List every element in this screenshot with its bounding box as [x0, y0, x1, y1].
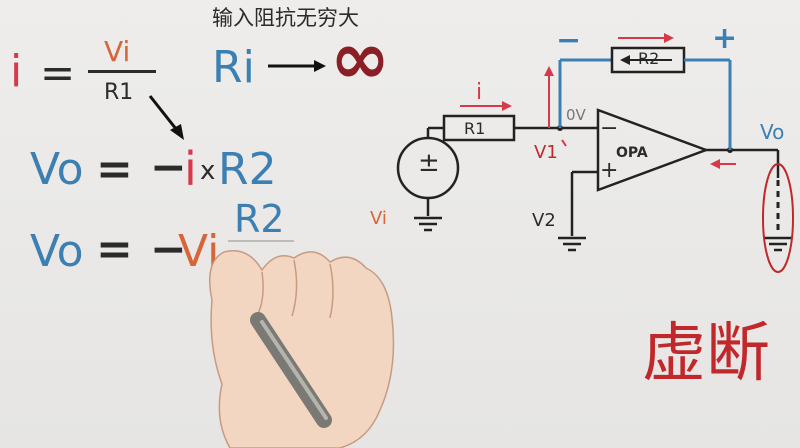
- ri-label: Ri: [212, 42, 255, 93]
- r2-label: R2: [638, 49, 660, 68]
- current-arrow-output-head: [710, 159, 720, 169]
- vi-label: Vi: [370, 208, 387, 229]
- highlight-ellipse: [762, 163, 794, 273]
- r1-label: R1: [464, 119, 486, 138]
- derivation-arrow-head: [170, 124, 184, 140]
- current-arrow-up-head: [544, 66, 554, 76]
- opamp-plus-input: +: [600, 158, 619, 183]
- current-arrow-r1-head: [502, 101, 512, 111]
- current-label: i: [476, 80, 483, 105]
- v2-label: V2: [532, 210, 556, 231]
- formula-i-symbol-2: i: [184, 142, 197, 196]
- opamp-triangle: [596, 108, 710, 192]
- fraction-bar: [88, 70, 156, 73]
- r1-resistor: [442, 114, 516, 142]
- current-arrow-r2-top-head: [664, 33, 674, 43]
- formula-r2-1: R2: [218, 144, 277, 195]
- opamp-minus-input: −: [600, 116, 619, 141]
- hand-with-pen: [209, 250, 395, 448]
- current-arrow-v1: [561, 139, 567, 147]
- infinity-symbol: ∞: [330, 16, 390, 100]
- fraction-bar-2: [228, 240, 294, 242]
- feedback-plus-sign: +: [712, 21, 738, 56]
- opa-label: OPA: [616, 145, 648, 161]
- formula-denominator: R1: [104, 80, 134, 105]
- feedback-minus-sign: −: [556, 23, 582, 58]
- xuduan-stamp: 虚断: [642, 317, 770, 391]
- formula-equals: =: [40, 48, 76, 97]
- formula-minus-1: −: [150, 142, 187, 193]
- formula-i-symbol: i: [10, 46, 23, 97]
- formula-times: x: [200, 156, 216, 186]
- voltage-source: [396, 136, 460, 200]
- formula-numerator: Vi: [104, 35, 131, 68]
- ri-arrow-head: [314, 60, 326, 72]
- source-symbol: ±: [418, 148, 440, 178]
- formula-r2-2: R2: [234, 197, 285, 241]
- formula-minus-2: −: [150, 224, 187, 275]
- current-arrow-r2-inside-head: [620, 55, 630, 65]
- zero-volt-label: 0V: [566, 106, 586, 124]
- vo-label: Vo: [760, 120, 785, 144]
- v1-label: V1: [534, 142, 558, 163]
- formula-vo-eq-1: =: [96, 144, 133, 195]
- formula-vo-label-1: Vo: [30, 144, 84, 195]
- input-impedance-caption: 输入阻抗无穷大: [212, 6, 359, 30]
- formula-vo-eq-2: =: [96, 224, 133, 275]
- formula-vo-label-2: Vo: [30, 226, 84, 277]
